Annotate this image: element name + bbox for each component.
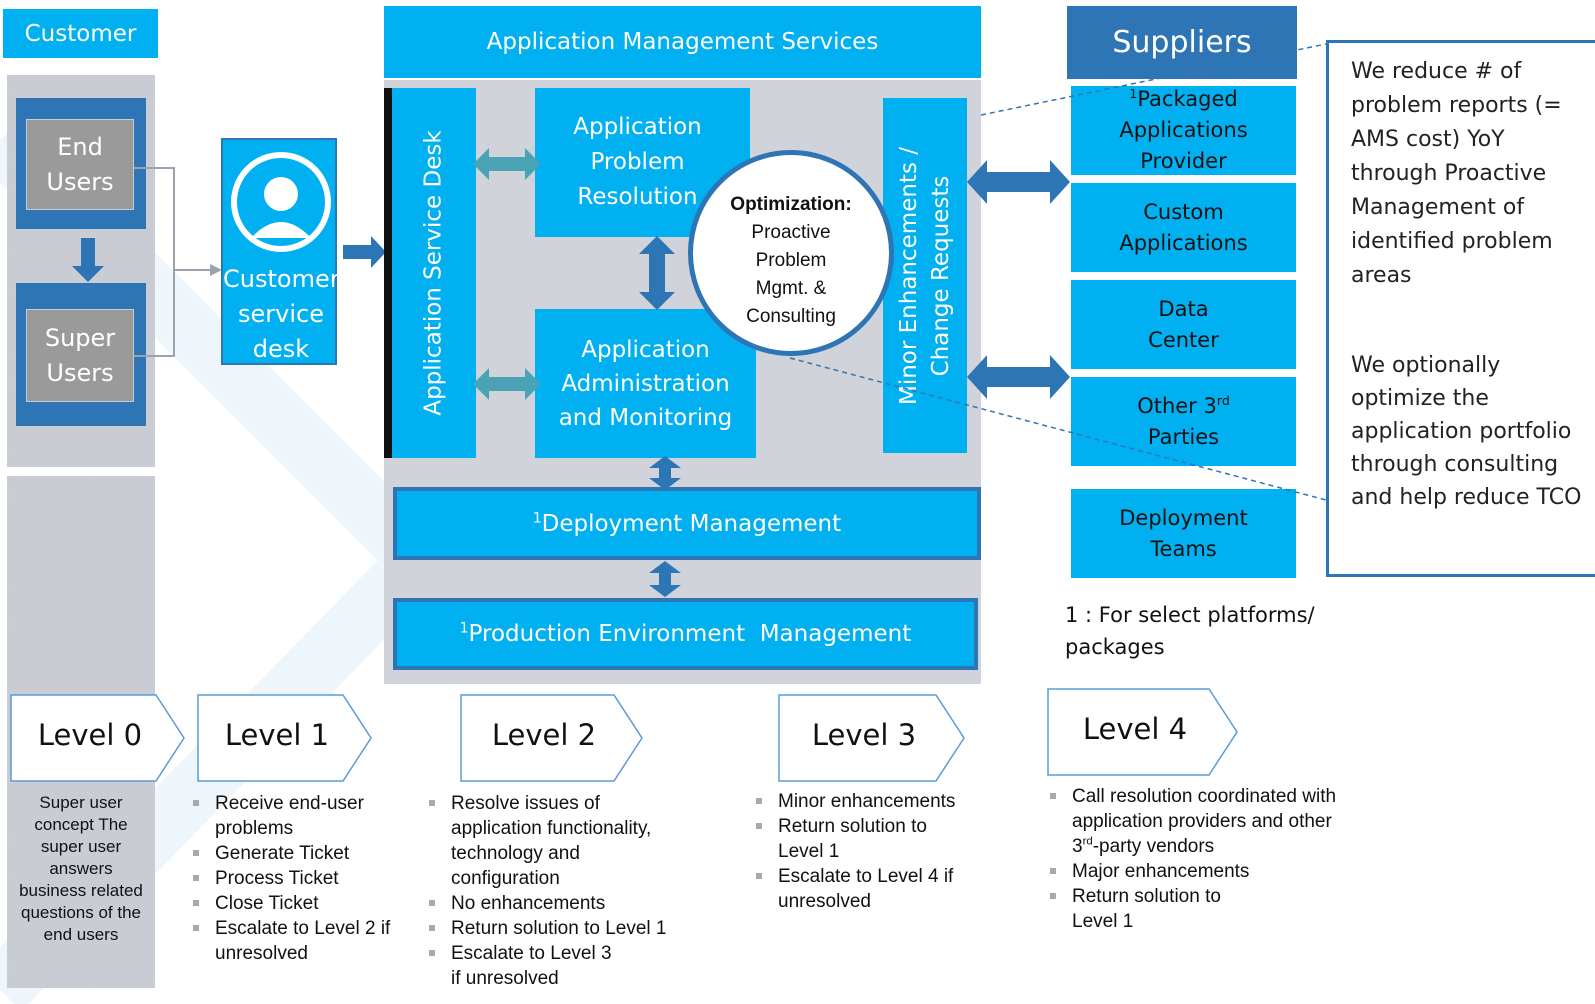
list-item: Resolve issues of application functional… (429, 791, 697, 891)
deployment-label: Deployment Management (541, 510, 842, 537)
production-label: Production Environment Management (468, 621, 912, 647)
problem-resolution-label: Application Problem Resolution (573, 114, 702, 210)
suppliers-header-label: Suppliers (1112, 25, 1252, 60)
list-item: Receive end-user problems (193, 791, 426, 841)
level-4-label: Level 4 (1082, 712, 1188, 746)
vertical-double-arrow-icon (649, 561, 681, 597)
minor-enhancements-box: Minor Enhancements / Change Requests (883, 98, 967, 453)
deployment-footnote-mark: 1 (532, 509, 542, 526)
deployment-management-box: 1Deployment Management (393, 487, 981, 560)
list-item: Close Ticket (193, 891, 426, 916)
supplier-item-label: Packaged Applications Provider (1119, 87, 1248, 173)
suppliers-header: Suppliers (1067, 6, 1297, 79)
suppliers-footnote: 1 : For select platforms/ packages (1065, 603, 1315, 659)
optimization-circle: Optimization: Proactive Problem Mgmt. & … (688, 150, 894, 356)
minor-enhancements-vertical-label: Minor Enhancements / Change Requests (896, 147, 954, 405)
optimization-title: Optimization: (730, 194, 852, 215)
callout-paragraph-1: We reduce # of problem reports (= AMS co… (1351, 59, 1562, 288)
vertical-double-arrow-icon (639, 236, 675, 310)
right-arrow-icon (343, 236, 386, 268)
customer-service-desk: Customer service desk (221, 138, 340, 365)
supplier-item: Data Center (1071, 280, 1296, 369)
vertical-double-arrow-icon (649, 456, 681, 490)
supplier-item: Other 3rd Parties (1071, 377, 1296, 466)
callout-box: We reduce # of problem reports (= AMS co… (1326, 40, 1595, 577)
super-users-box: Super Users (26, 309, 134, 402)
service-desk-edge (384, 88, 392, 458)
list-item: Call resolution coordinated with applica… (1050, 784, 1338, 859)
list-item: Return solution to Level 1 (756, 814, 984, 864)
supplier-item-label-line2: Parties (1147, 424, 1220, 449)
double-arrow-icon (473, 148, 541, 180)
supplier-double-arrow-icon (967, 160, 1070, 204)
list-item: Minor enhancements (756, 789, 984, 814)
list-item: Return solution to Level 1 (1050, 884, 1338, 934)
level-4-item-text: Call resolution coordinated with applica… (1072, 786, 1337, 857)
list-item: No enhancements (429, 891, 697, 916)
list-item: Generate Ticket (193, 841, 426, 866)
service-desk-vertical-label: Application Service Desk (420, 130, 447, 416)
list-item: Process Ticket (193, 866, 426, 891)
production-footnote-mark: 1 (459, 620, 469, 637)
super-users-label: Super Users (44, 323, 116, 387)
supplier-item-label: Data Center (1148, 296, 1219, 352)
list-item: Escalate to Level 3 if unresolved (429, 941, 697, 991)
level-4-item-superscript: rd (1082, 835, 1093, 848)
production-management-box: 1Production Environment Management (393, 598, 978, 670)
level-1-list: Receive end-user problems Generate Ticke… (191, 791, 426, 966)
level-3-list: Minor enhancements Return solution to Le… (754, 789, 984, 914)
supplier-item-label: Deployment Teams (1119, 505, 1248, 561)
supplier-item-label: Other 3 (1137, 393, 1217, 418)
end-users-box: End Users (26, 119, 134, 210)
supplier-double-arrow-icon (967, 355, 1070, 399)
list-item: Escalate to Level 2 if unresolved (193, 916, 426, 966)
level-0-description: Super user concept The super user answer… (19, 793, 143, 944)
service-desk-label: Customer service desk (223, 265, 340, 363)
admin-monitoring-label: Application Administration and Monitorin… (558, 336, 733, 431)
user-connector-lines (134, 167, 222, 357)
callout-paragraph-2: We optionally optimize the application p… (1351, 353, 1582, 510)
level-3-chevron (778, 694, 965, 782)
list-item: Major enhancements (1050, 859, 1338, 884)
level-1-chevron (197, 694, 372, 782)
end-users-label: End Users (46, 132, 114, 196)
ams-header: Application Management Services (384, 6, 981, 78)
level-4-item-text: -party vendors (1092, 836, 1215, 857)
supplier-item: Custom Applications (1071, 183, 1296, 272)
level-0-label: Level 0 (37, 718, 143, 752)
optimization-body: Proactive Problem Mgmt. & Consulting (746, 222, 836, 327)
down-arrow-icon (72, 238, 104, 282)
level-4-list: Call resolution coordinated with applica… (1048, 784, 1338, 934)
headset-agent-icon (231, 152, 331, 252)
supplier-item-superscript: rd (1216, 392, 1230, 408)
level-2-list: Resolve issues of application functional… (427, 791, 697, 991)
customer-header-label: Customer (24, 20, 137, 47)
supplier-item-label: Custom Applications (1119, 199, 1248, 255)
supplier-item: 1Packaged Applications Provider (1071, 86, 1296, 175)
supplier-item: Deployment Teams (1071, 489, 1296, 578)
level-3-label: Level 3 (811, 718, 917, 752)
list-item: Return solution to Level 1 (429, 916, 697, 941)
level-0-chevron (10, 694, 185, 782)
admin-monitoring-box: Application Administration and Monitorin… (535, 309, 756, 458)
level-2-label: Level 2 (491, 718, 597, 752)
ams-header-label: Application Management Services (486, 29, 879, 55)
application-service-desk: Application Service Desk (392, 88, 476, 458)
list-item: Escalate to Level 4 if unresolved (756, 864, 984, 914)
level-4-chevron (1047, 688, 1238, 776)
level-2-chevron (460, 694, 643, 782)
level-1-label: Level 1 (224, 718, 330, 752)
customer-header: Customer (3, 9, 158, 58)
double-arrow-icon (473, 368, 541, 400)
